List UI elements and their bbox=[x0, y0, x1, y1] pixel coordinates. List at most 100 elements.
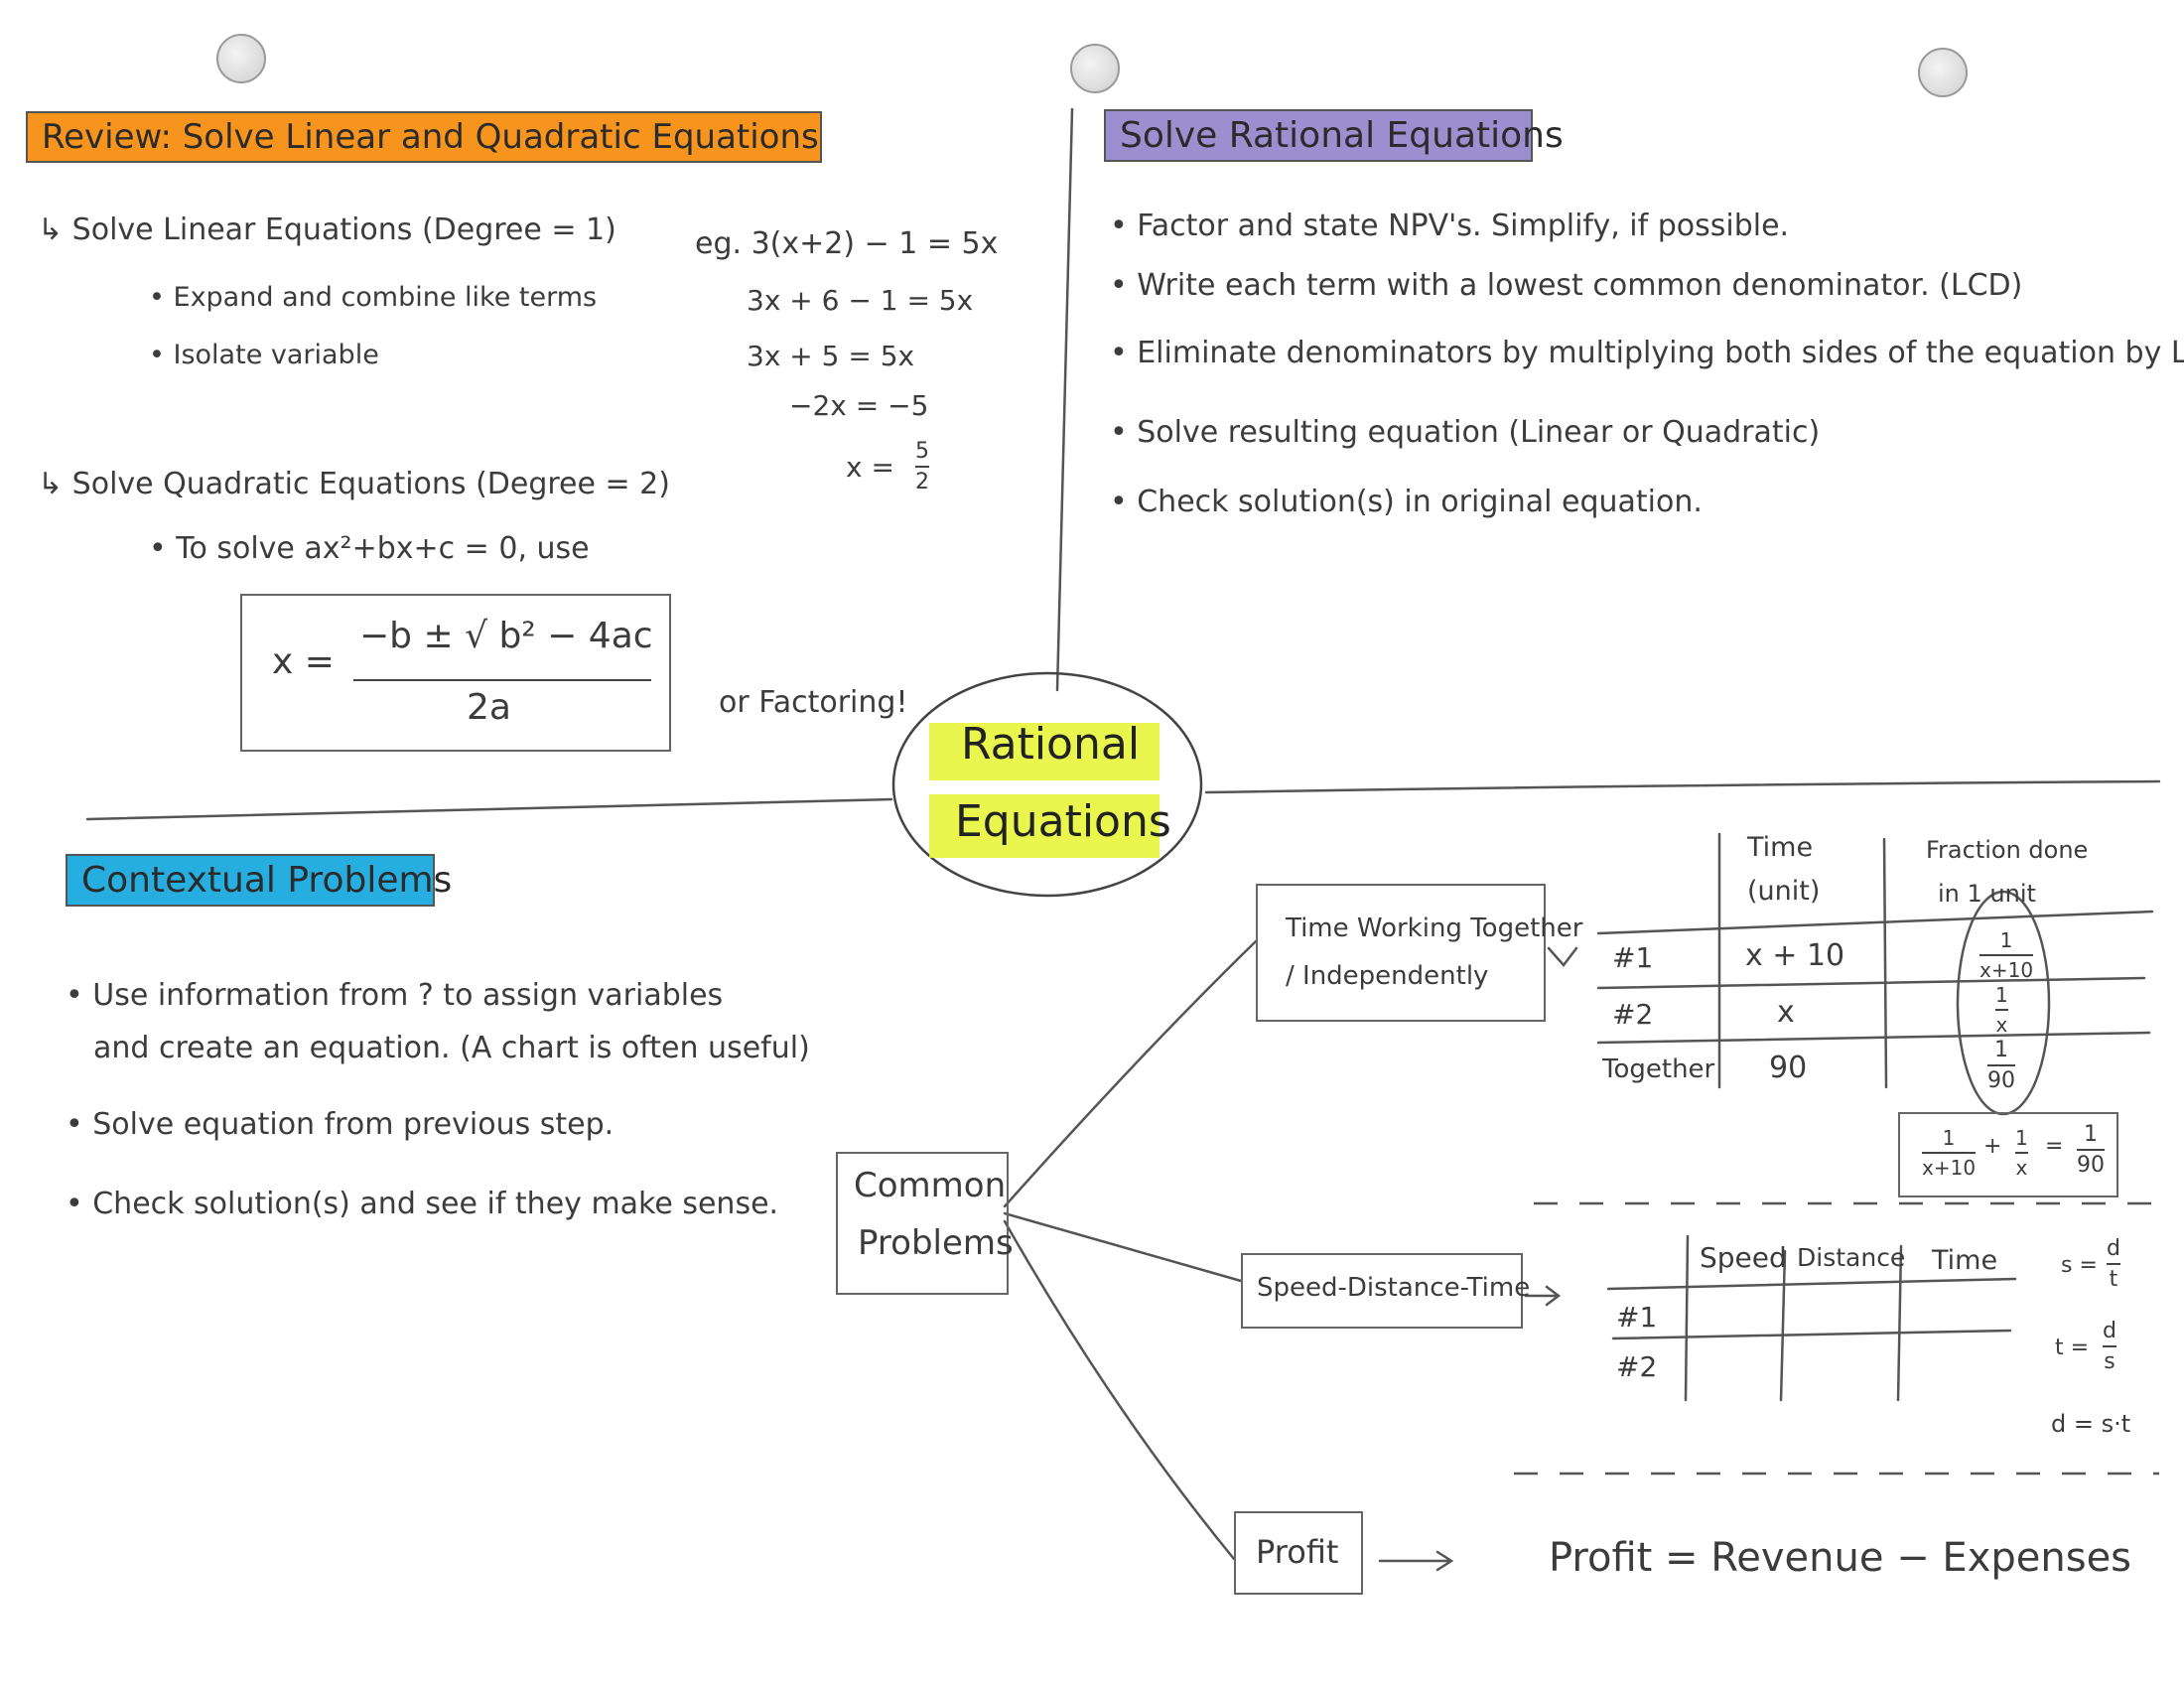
arrow-speed bbox=[1524, 1285, 1562, 1307]
work-row-2-label: #2 bbox=[1612, 998, 1654, 1031]
equation-plus: + bbox=[1983, 1134, 2002, 1159]
work-row-2-time: x bbox=[1777, 995, 1795, 1030]
speed-formula-2-num: d bbox=[2103, 1319, 2116, 1343]
solve-bullet-3: • Eliminate denominators by multiplying … bbox=[1110, 336, 2184, 370]
center-title-line1: Rational bbox=[961, 719, 1141, 770]
fraction-bar bbox=[2015, 1152, 2028, 1154]
work-header-fraction: Fraction done bbox=[1926, 836, 2089, 864]
work-row-2-frac: 1 x bbox=[1995, 983, 2008, 1037]
binder-hole-3 bbox=[1918, 48, 1968, 97]
equation-term-a: 1 x+10 bbox=[1922, 1126, 1977, 1180]
fraction-bar bbox=[1987, 1064, 2015, 1066]
arrow-profit bbox=[1378, 1550, 1454, 1572]
connector-work bbox=[1003, 939, 1258, 1208]
linear-bullet-1: • Expand and combine like terms bbox=[149, 282, 598, 313]
binder-hole-1 bbox=[216, 34, 266, 83]
contextual-bullet-2: • Solve equation from previous step. bbox=[66, 1107, 614, 1142]
work-row-3-label: Together bbox=[1602, 1055, 1715, 1084]
work-together-box: Time Working Together / Independently bbox=[1256, 884, 1582, 1022]
equation-a-den: x+10 bbox=[1922, 1156, 1977, 1180]
linear-bullet-2: • Isolate variable bbox=[149, 340, 379, 370]
work-table-hline-3 bbox=[1596, 1031, 2151, 1045]
profit-box: Profit bbox=[1234, 1511, 1363, 1595]
arrow-work bbox=[1547, 946, 1578, 967]
speed-table-hline-1 bbox=[1606, 1277, 2017, 1291]
formula-numerator: −b ± √ b² − 4ac bbox=[359, 616, 653, 656]
work-row-1-frac-den: x+10 bbox=[1979, 958, 2034, 982]
equation-a-num: 1 bbox=[1942, 1126, 1956, 1150]
common-problems-line1: Common bbox=[854, 1166, 1007, 1205]
divider-vertical bbox=[1055, 107, 1074, 692]
solve-bullet-4: • Solve resulting equation (Linear or Qu… bbox=[1110, 415, 1821, 450]
speed-formula-2-den: s bbox=[2104, 1349, 2116, 1374]
work-row-3-frac: 1 90 bbox=[1987, 1038, 2015, 1093]
profit-label: Profit bbox=[1256, 1533, 1339, 1571]
fraction-bar bbox=[2077, 1149, 2105, 1151]
equation-b-num: 1 bbox=[2015, 1126, 2028, 1150]
fraction-bar bbox=[1995, 1009, 2008, 1011]
or-factoring: or Factoring! bbox=[719, 685, 908, 720]
linear-heading: ↳ Solve Linear Equations (Degree = 1) bbox=[38, 212, 616, 247]
common-problems-line2: Problems bbox=[858, 1223, 1014, 1263]
speed-formula-2-frac: d s bbox=[2103, 1319, 2116, 1374]
speed-row-2-label: #2 bbox=[1616, 1350, 1658, 1383]
center-highlight-2 bbox=[929, 794, 1160, 858]
fraction-bar bbox=[1979, 954, 2034, 956]
review-title: Review: Solve Linear and Quadratic Equat… bbox=[26, 111, 822, 163]
formula-denominator: 2a bbox=[467, 687, 511, 728]
formula-bar bbox=[353, 679, 651, 681]
work-row-2-frac-num: 1 bbox=[1995, 983, 2008, 1007]
binder-hole-2 bbox=[1070, 44, 1120, 93]
work-header-time: Time bbox=[1747, 832, 1814, 863]
speed-table-vline-3 bbox=[1896, 1244, 1903, 1402]
contextual-bullet-3: • Check solution(s) and see if they make… bbox=[66, 1187, 779, 1221]
example-step-5: x = bbox=[846, 451, 894, 484]
quadratic-bullet: • To solve ax²+bx+c = 0, use bbox=[149, 531, 590, 566]
contextual-bullet-1: • Use information from ? to assign varia… bbox=[66, 978, 724, 1013]
work-row-1-frac: 1 x+10 bbox=[1979, 928, 2034, 982]
speed-row-1-label: #1 bbox=[1616, 1301, 1658, 1334]
work-row-1-time: x + 10 bbox=[1745, 938, 1845, 973]
contextual-bullet-1-cont: and create an equation. (A chart is ofte… bbox=[93, 1031, 810, 1065]
fraction-bar bbox=[2103, 1345, 2116, 1347]
work-table-hline-1 bbox=[1596, 910, 2154, 935]
work-table-hline-2 bbox=[1596, 976, 2146, 990]
speed-header-time: Time bbox=[1932, 1245, 1998, 1276]
fraction-bar bbox=[915, 466, 929, 468]
example-step-2: 3x + 6 − 1 = 5x bbox=[747, 284, 974, 317]
divider-left bbox=[85, 797, 893, 821]
contextual-title: Contextual Problems bbox=[66, 854, 452, 907]
fraction-bar bbox=[2107, 1263, 2120, 1265]
equation-c-den: 90 bbox=[2077, 1153, 2105, 1178]
speed-table-vline-1 bbox=[1684, 1234, 1690, 1402]
formula-lhs: x = bbox=[272, 641, 335, 682]
equation-term-b: 1 x bbox=[2015, 1126, 2028, 1180]
divider-right bbox=[1204, 779, 2161, 794]
work-header-in-unit: in 1 unit bbox=[1938, 880, 2036, 908]
connector-profit bbox=[1003, 1219, 1236, 1561]
example-fraction-num: 5 bbox=[915, 439, 929, 464]
equation-b-den: x bbox=[2015, 1156, 2028, 1180]
fraction-bar bbox=[1922, 1152, 1977, 1154]
center-ellipse bbox=[891, 671, 1203, 898]
quadratic-formula-box: x = −b ± √ b² − 4ac 2a bbox=[240, 594, 671, 752]
solve-title: Solve Rational Equations bbox=[1104, 109, 1564, 162]
work-row-3-frac-den: 90 bbox=[1987, 1068, 2015, 1093]
work-row-1-label: #1 bbox=[1612, 941, 1654, 974]
speed-formula-1-num: d bbox=[2107, 1236, 2120, 1261]
equation-equals: = bbox=[2045, 1134, 2064, 1159]
work-row-2-frac-den: x bbox=[1995, 1013, 2008, 1037]
example-step-4: −2x = −5 bbox=[789, 389, 929, 422]
common-problems-box: Common Problems bbox=[836, 1152, 1014, 1295]
solve-bullet-1: • Factor and state NPV's. Simplify, if p… bbox=[1110, 209, 1790, 243]
speed-formula-2-lhs: t = bbox=[2055, 1336, 2090, 1360]
speed-table-vline-2 bbox=[1779, 1249, 1787, 1402]
speed-formula-1-den: t bbox=[2109, 1267, 2118, 1292]
work-row-3-time: 90 bbox=[1769, 1051, 1808, 1085]
work-row-3-frac-num: 1 bbox=[1994, 1038, 2008, 1062]
speed-distance-time-box: Speed-Distance-Time bbox=[1241, 1253, 1530, 1329]
example-fraction: 5 2 bbox=[915, 439, 929, 494]
speed-header-distance: Distance bbox=[1797, 1243, 1906, 1272]
speed-formula-1-lhs: s = bbox=[2061, 1253, 2098, 1278]
speed-header-speed: Speed bbox=[1700, 1241, 1787, 1274]
